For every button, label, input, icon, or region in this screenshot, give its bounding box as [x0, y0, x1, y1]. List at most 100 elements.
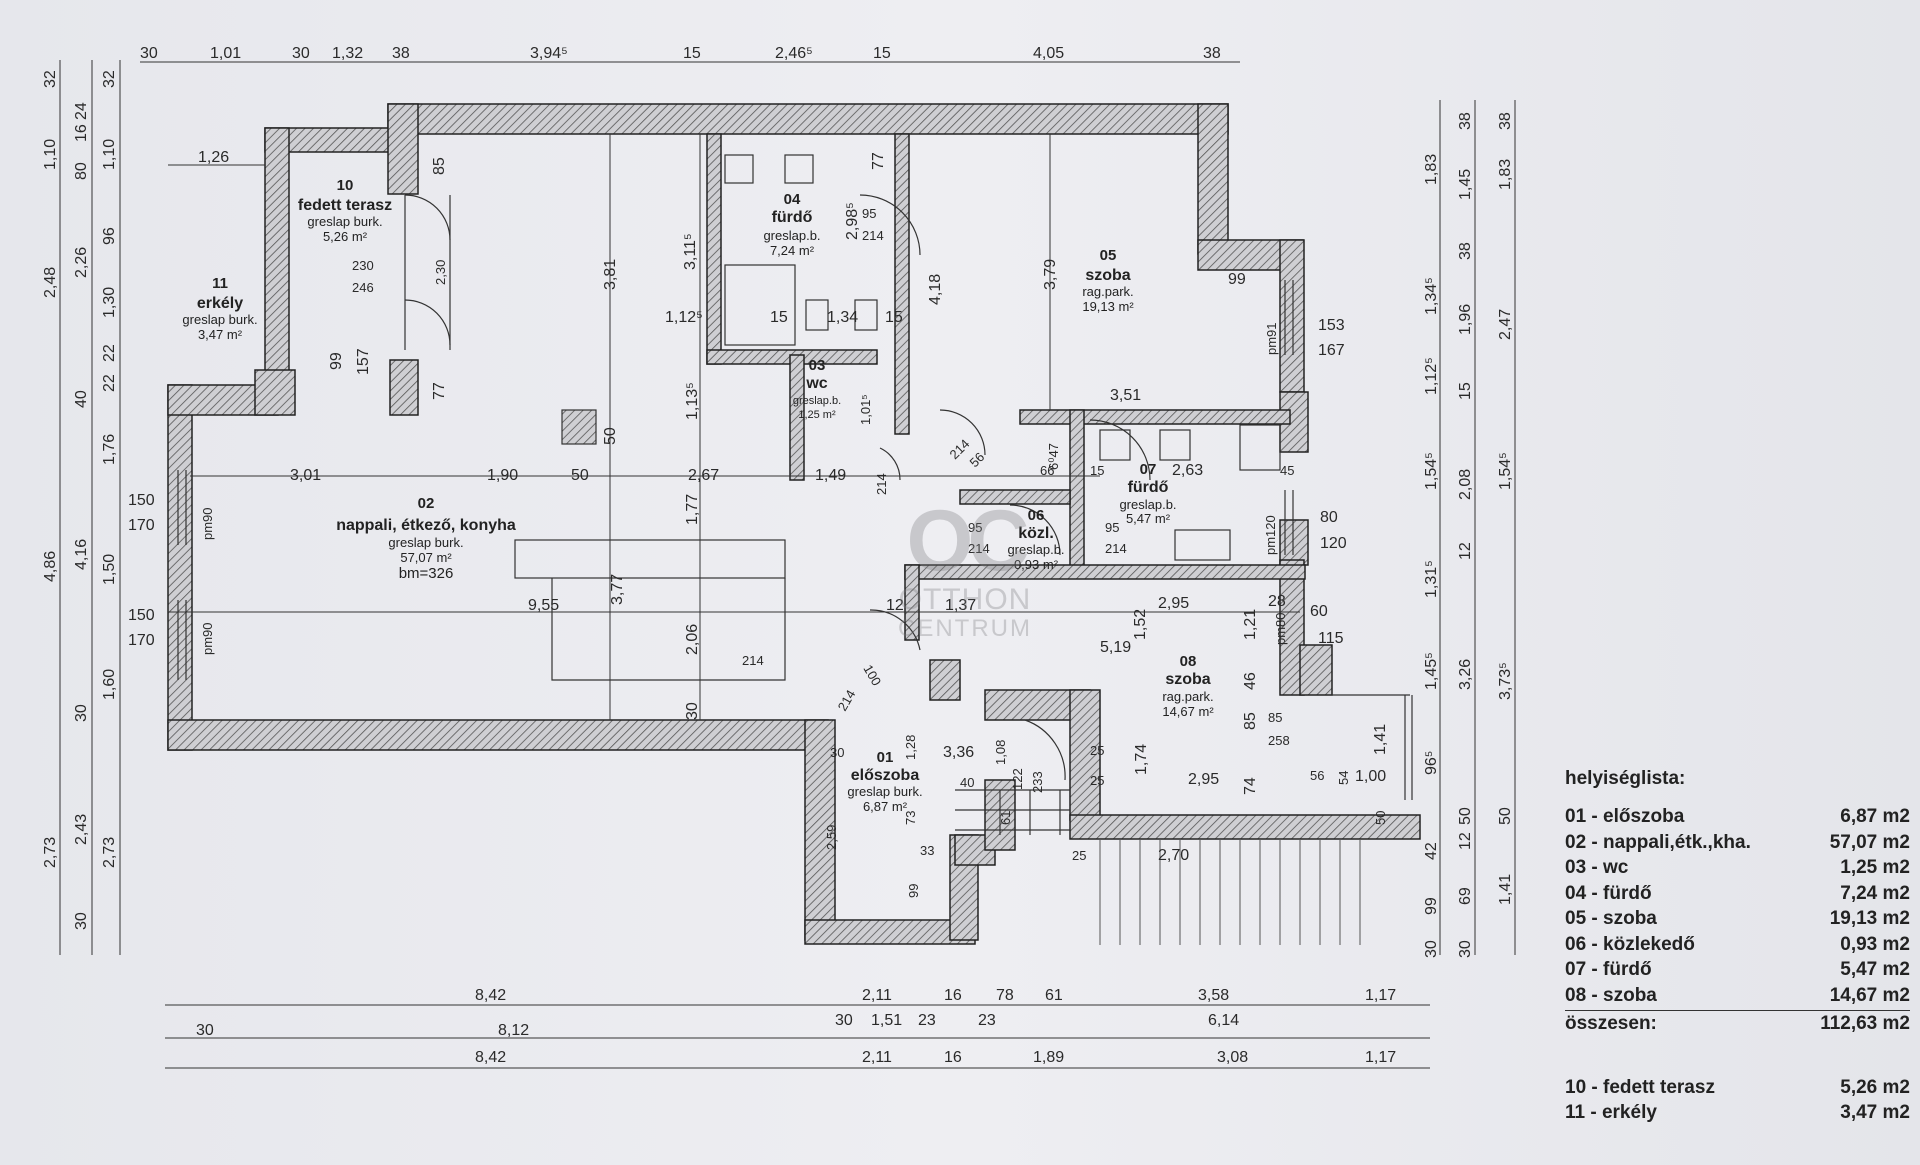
dim-inner: 122: [1010, 768, 1025, 790]
dim-left: 2,73: [101, 837, 118, 868]
dim-left: 2,48: [42, 267, 59, 298]
dim-left: 2,26: [73, 247, 90, 278]
dim-inner: 95: [862, 206, 876, 221]
room-name: erkély: [197, 295, 243, 312]
dim-bottom: 1,17: [1365, 1049, 1396, 1066]
dim-top: 1,32: [332, 45, 363, 62]
room-finish: rag.park.: [1162, 689, 1213, 704]
dim-left: 1,30: [101, 287, 118, 318]
dim-left: 16: [73, 124, 90, 142]
watermark-line2: CENTRUM: [898, 615, 1032, 642]
watermark-line1: OTTHON: [898, 583, 1032, 616]
dim-inner: 2,30: [433, 260, 448, 285]
dim-inner: 157: [355, 348, 372, 375]
room-number: 02: [418, 495, 435, 512]
dim-inner: 214: [742, 653, 764, 668]
room-number: 05: [1100, 247, 1117, 264]
dim-inner: 30: [684, 702, 701, 720]
room-04: 04 fürdő greslap.b. 7,24 m²: [763, 191, 820, 258]
room-name: szoba: [1085, 267, 1130, 284]
dim-right: 30: [1457, 940, 1474, 958]
dim-inner: 214: [1105, 541, 1127, 556]
dim-inner: 85: [431, 157, 448, 175]
dim-inner: pm90: [200, 507, 215, 540]
dim-right: 3,73⁵: [1497, 662, 1514, 700]
dim-inner: 2,95: [1158, 595, 1189, 612]
dim-inner: 2,63: [1172, 462, 1203, 479]
dim-inner: 5,19: [1100, 639, 1131, 656]
dim-left: 1,10: [42, 139, 59, 170]
dim-inner: 25: [1090, 743, 1104, 758]
dim-inner: 2,67: [688, 467, 719, 484]
room-name: nappali, étkező, konyha: [336, 517, 516, 534]
dim-bottom: 78: [996, 987, 1014, 1004]
dim-right: 1,54⁵: [1423, 452, 1440, 490]
dim-inner: 1,28: [903, 735, 918, 760]
legend-total-value: 112,63 m2: [1820, 1013, 1910, 1034]
room-number: 10: [337, 177, 354, 194]
dim-bottom: 61: [1045, 987, 1063, 1004]
dim-inner: 1,12⁵: [665, 309, 703, 326]
dim-top: 3,94⁵: [530, 45, 568, 62]
dimension-lines: [59, 60, 1516, 1069]
room-area: 14,67 m²: [1162, 704, 1214, 719]
dim-inner: 170: [128, 632, 155, 649]
dim-inner: 2,06: [684, 624, 701, 655]
legend-row-value: 19,13 m2: [1829, 908, 1910, 929]
dim-bottom: 8,42: [475, 987, 506, 1004]
dim-inner: 167: [1318, 342, 1345, 359]
dim-right: 38: [1457, 112, 1474, 130]
dim-inner: 115: [1318, 630, 1344, 647]
legend-row-value: 57,07 m2: [1829, 831, 1910, 853]
dim-inner: 15: [770, 309, 788, 326]
dim-top: 4,05: [1033, 45, 1064, 62]
room-name: fürdő: [1128, 479, 1169, 496]
dim-top: 1,01: [210, 45, 241, 62]
dim-inner: 1,13⁵: [684, 382, 701, 420]
room-area: 1,25 m²: [798, 409, 836, 421]
dim-bottom: 30: [196, 1022, 214, 1039]
dim-right: 1,31⁵: [1423, 560, 1440, 598]
dim-left: 30: [73, 912, 90, 930]
dim-bottom: 2,11: [862, 987, 892, 1004]
dim-bottom: 16: [944, 1049, 962, 1066]
dim-inner: pm120: [1263, 515, 1278, 555]
dim-inner: 3,77: [609, 574, 626, 605]
room-area: 57,07 m²: [400, 550, 452, 565]
dim-inner: 61: [998, 811, 1013, 825]
room-number: 07: [1140, 461, 1157, 478]
dim-inner: 56: [1310, 768, 1324, 783]
dim-inner: 1,52: [1132, 609, 1149, 640]
dims-inner: 1,26 85 3,81 3,11⁵ 77 2,98⁵ 95 214 230 2…: [128, 149, 1389, 898]
dim-top: 38: [1203, 45, 1221, 62]
room-02: 02 nappali, étkező, konyha greslap burk.…: [336, 495, 516, 582]
dim-bottom: 23: [918, 1012, 936, 1029]
dim-inner: 54: [1336, 771, 1351, 785]
legend-row-value: 0,93 m2: [1840, 933, 1910, 955]
room-area: 6,87 m²: [863, 799, 908, 814]
dim-left: 30: [73, 704, 90, 722]
dim-inner: 66: [1040, 463, 1054, 478]
dim-right: 1,83: [1423, 154, 1440, 185]
dim-right: 1,83: [1497, 159, 1514, 190]
dim-inner: 9,55: [528, 597, 559, 614]
room-name: fedett terasz: [298, 197, 392, 214]
dim-inner: 2,59: [824, 825, 839, 850]
dim-left: 1,50: [101, 554, 118, 585]
dim-inner: 1,01⁵: [858, 394, 873, 425]
dims-top: 30 1,01 30 1,32 38 3,94⁵ 15 2,46⁵ 15 4,0…: [140, 45, 1221, 62]
room-05: 05 szoba rag.park. 19,13 m²: [1082, 247, 1134, 314]
room-area: 19,13 m²: [1082, 299, 1134, 314]
legend-row-value: 5,26 m2: [1840, 1076, 1910, 1098]
dim-inner: 1,77: [684, 494, 701, 525]
dim-inner: 1,00: [1355, 768, 1386, 785]
legend-row: 02 - nappali,étk.,kha.57,07 m2: [1565, 830, 1910, 856]
dim-inner: pm91: [1264, 322, 1279, 355]
room-area: 5,47 m²: [1126, 511, 1171, 526]
openings: [177, 154, 1413, 835]
room-finish: greslap burk.: [847, 784, 922, 799]
